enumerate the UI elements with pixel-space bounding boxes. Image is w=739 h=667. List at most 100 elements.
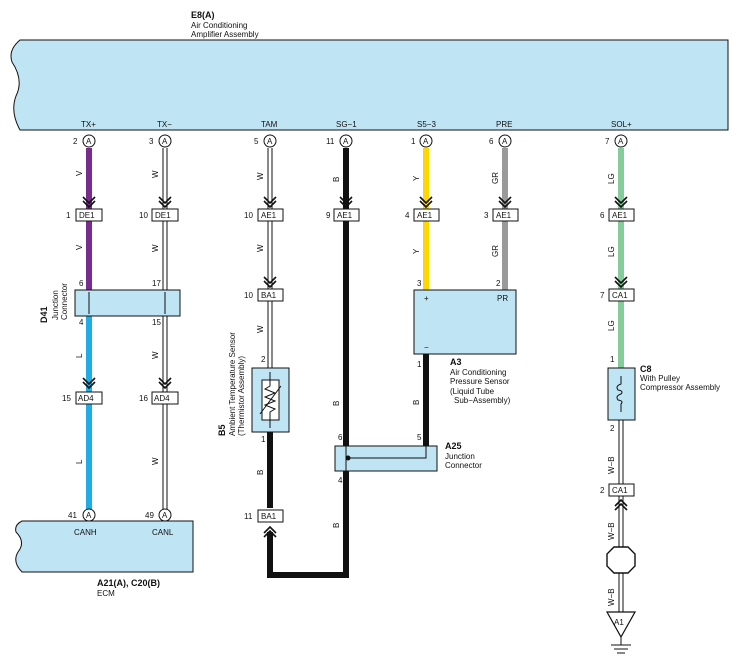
pin-num-tx-minus: 3 (149, 137, 154, 146)
pin-num-tam: 5 (254, 137, 259, 146)
conn-ba1-top-pin: 10 (244, 291, 253, 300)
conn-ae1-s5-name: AE1 (417, 211, 433, 220)
a3-line2: Pressure Sensor (450, 377, 510, 386)
a25-pin5: 5 (417, 433, 422, 442)
ecm-canl-label: CANL (152, 528, 174, 537)
b5-ambient-temperature-sensor[interactable] (251, 367, 290, 433)
a3-line4: Sub−Assembly) (454, 396, 511, 405)
wc-b-1: B (256, 470, 265, 475)
c8-line2: Compressor Assembly (640, 383, 720, 392)
wc-v-2: V (75, 244, 84, 250)
wire-ground-loop-black (267, 470, 349, 578)
conn-ba1-top-name: BA1 (261, 291, 277, 300)
b5-pin2: 2 (261, 355, 266, 364)
b5-pin1: 1 (261, 435, 266, 444)
connector-boxes: DE1 1 DE1 10 AE1 10 AE1 9 AE1 4 AE1 3 AE… (62, 208, 635, 523)
pin-conn-tx-minus: A (162, 137, 168, 146)
amplifier-ref: E8(A) (191, 10, 215, 20)
ecm-ref: A21(A), C20(B) (97, 578, 160, 588)
ground-a1-triangle: A1 (605, 611, 637, 639)
c8-ref: C8 (640, 364, 652, 374)
wc-wb-3: W−B (607, 588, 616, 606)
a25-junction-connector[interactable] (334, 445, 438, 472)
wc-y-1: Y (412, 175, 421, 181)
wc-y-2: Y (412, 248, 421, 254)
wc-l-2: L (75, 459, 84, 464)
d41-ref: D41 (39, 306, 49, 323)
d41-line1: Junction (51, 290, 60, 320)
conn-ae1-sg-pin: 9 (326, 211, 331, 220)
b5-line2: (Thermistor Assembly) (237, 356, 246, 436)
c8-pin2: 2 (610, 424, 615, 433)
d41-pin4: 4 (79, 318, 84, 327)
a3-pin3: 3 (417, 279, 422, 288)
ecm-name: ECM (97, 589, 115, 598)
c8-pin1: 1 (610, 355, 615, 364)
d41-pin6: 6 (79, 279, 84, 288)
wc-v-1: V (75, 170, 84, 176)
conn-ba1-bot-pin: 11 (244, 512, 253, 521)
pin-conn-tam: A (267, 137, 273, 146)
a25-line2: Connector (445, 461, 482, 470)
pin-label-tam: TAM (261, 120, 278, 129)
pin-conn-sol-plus: A (618, 137, 624, 146)
pin-label-pre: PRE (496, 120, 512, 129)
pin-label-tx-minus: TX− (157, 120, 172, 129)
ecm-pin-canh-num: 41 (68, 511, 77, 520)
pin-num-pre: 6 (489, 137, 494, 146)
a3-line1: Air Conditioning (450, 368, 506, 377)
d41-line2: Connector (60, 283, 69, 320)
amplifier-assembly[interactable] (10, 39, 729, 131)
conn-ca1-top-pin: 7 (600, 291, 605, 300)
conn-ae1-sol-pin: 6 (600, 211, 605, 220)
ecm-conn-canl: A (162, 511, 168, 520)
a3-pr: PR (497, 294, 508, 303)
d41-pin17: 17 (152, 279, 161, 288)
conn-ae1-pre-name: AE1 (496, 211, 512, 220)
conn-ae1-sg-name: AE1 (337, 211, 353, 220)
pin-label-sg1: SG−1 (336, 120, 357, 129)
wc-b-2: B (332, 177, 341, 182)
wire-color-labels: V V L L W W W W W W W B B B B Y Y B GR G… (75, 170, 616, 606)
a3-pressure-sensor[interactable] (413, 289, 517, 355)
pin-conn-s5-3: A (423, 137, 429, 146)
pin-conn-pre: A (502, 137, 508, 146)
wc-gr-1: GR (491, 172, 500, 184)
pin-label-s5-3: S5−3 (417, 120, 436, 129)
amp-pins: TX+ 2 A TX− 3 A TAM 5 A SG−1 11 A S5−3 1… (73, 120, 632, 148)
a3-pin2: 2 (496, 279, 501, 288)
wc-lg-2: LG (607, 246, 616, 257)
conn-ad4-b-pin: 16 (139, 394, 148, 403)
ecm-pin-canl-num: 49 (145, 511, 154, 520)
conn-ad4-a-pin: 15 (62, 394, 71, 403)
c8-compressor-assembly[interactable] (607, 367, 636, 421)
conn-ae1-pre-pin: 3 (484, 211, 489, 220)
conn-de1-a-name: DE1 (79, 211, 95, 220)
amplifier-name-line1: Air Conditioning (191, 21, 247, 30)
wc-lg-3: LG (607, 320, 616, 331)
b5-ref: B5 (217, 424, 227, 436)
pin-num-tx-plus: 2 (73, 137, 78, 146)
wc-w-4: W (151, 457, 160, 465)
wires (86, 148, 624, 612)
a25-pin6: 6 (338, 433, 343, 442)
conn-ae1-tam-pin: 10 (244, 211, 253, 220)
wc-w-1: W (151, 170, 160, 178)
a25-ref: A25 (445, 441, 462, 451)
wc-b-4: B (332, 523, 341, 528)
ecm-conn-canh: A (86, 511, 92, 520)
d41-junction-connector[interactable] (74, 289, 181, 317)
wc-lg-1: LG (607, 173, 616, 184)
c8-line1: With Pulley (640, 374, 680, 383)
wc-wb-2: W−B (607, 522, 616, 540)
ecm-box[interactable] (15, 520, 194, 573)
pin-label-tx-plus: TX+ (81, 120, 96, 129)
a3-line3: (Liquid Tube (450, 387, 495, 396)
conn-ca1-top-name: CA1 (612, 291, 628, 300)
conn-ad4-b-name: AD4 (154, 394, 170, 403)
conn-de1-b-pin: 10 (139, 211, 148, 220)
ecm-canh-label: CANH (74, 528, 97, 537)
a25-pin4: 4 (338, 476, 343, 485)
wc-gr-2: GR (491, 245, 500, 257)
